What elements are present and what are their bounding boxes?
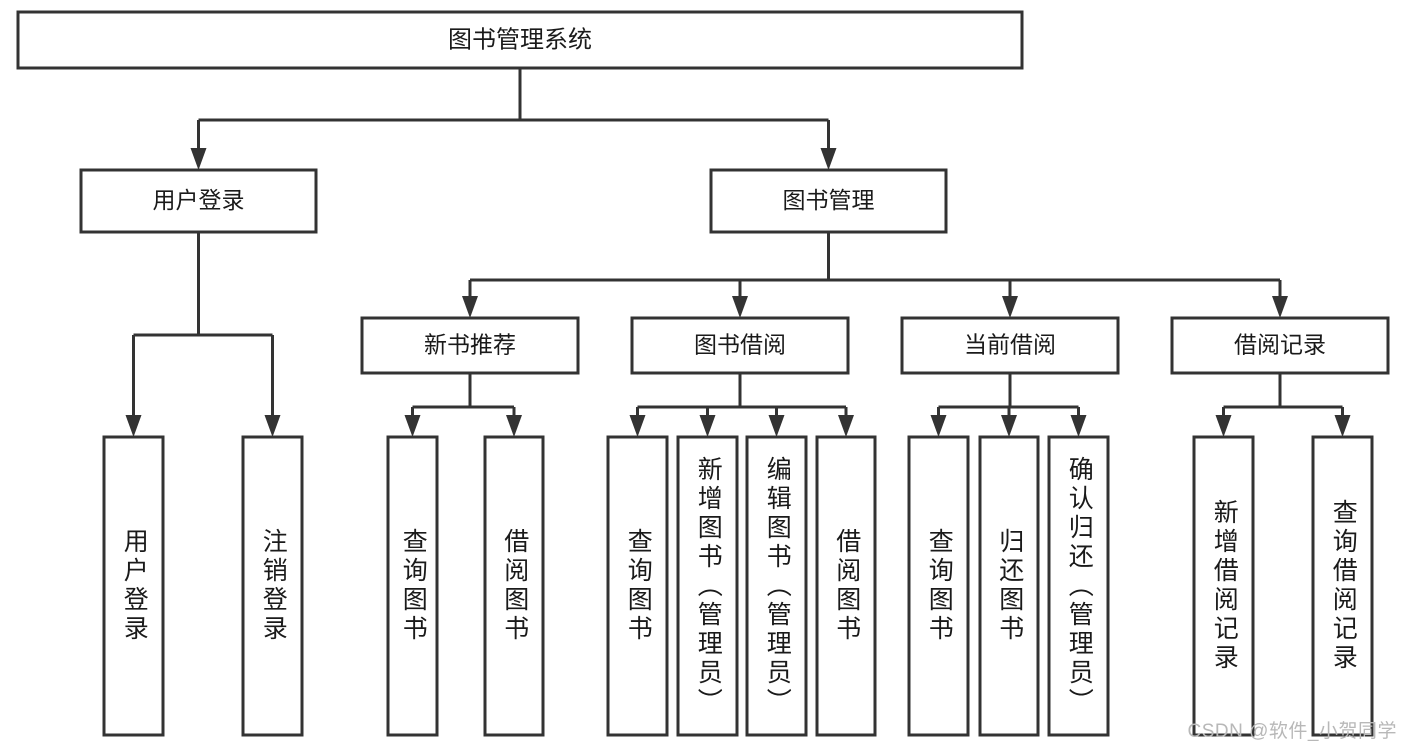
node-box-root[interactable] xyxy=(16,10,1024,70)
node-box-leaf-12[interactable] xyxy=(1311,435,1374,737)
node-boxes xyxy=(16,10,1390,737)
node-box-level2-0[interactable] xyxy=(79,168,318,234)
node-label-level3-1: 图书借阅 xyxy=(694,332,786,358)
node-box-level3-3[interactable] xyxy=(1170,316,1390,375)
node-box-leaf-1[interactable] xyxy=(241,435,304,737)
node-box-leaf-9[interactable] xyxy=(978,435,1040,737)
node-label-level3-0: 新书推荐 xyxy=(424,332,516,358)
node-box-leaf-11[interactable] xyxy=(1192,435,1255,737)
node-label-level2-0: 用户登录 xyxy=(153,187,245,213)
node-box-leaf-4[interactable] xyxy=(606,435,669,737)
watermark-text: CSDN @软件_小贺同学 xyxy=(1187,721,1397,742)
node-box-leaf-8[interactable] xyxy=(907,435,970,737)
node-label-level3-3: 借阅记录 xyxy=(1234,332,1326,358)
node-box-leaf-7[interactable] xyxy=(815,435,877,737)
node-box-leaf-3[interactable] xyxy=(483,435,545,737)
node-box-level3-2[interactable] xyxy=(900,316,1120,375)
node-box-level3-0[interactable] xyxy=(360,316,580,375)
node-box-leaf-2[interactable] xyxy=(386,435,439,737)
node-box-leaf-6[interactable] xyxy=(745,435,808,737)
node-box-leaf-5[interactable] xyxy=(676,435,739,737)
node-box-level3-1[interactable] xyxy=(630,316,850,375)
node-label-root: 图书管理系统 xyxy=(448,26,592,53)
node-box-leaf-0[interactable] xyxy=(102,435,165,737)
node-box-level2-1[interactable] xyxy=(709,168,948,234)
node-box-leaf-10[interactable] xyxy=(1047,435,1110,737)
connector-edges xyxy=(125,68,1351,437)
node-label-level3-2: 当前借阅 xyxy=(964,332,1056,358)
node-label-level2-1: 图书管理 xyxy=(783,187,875,213)
